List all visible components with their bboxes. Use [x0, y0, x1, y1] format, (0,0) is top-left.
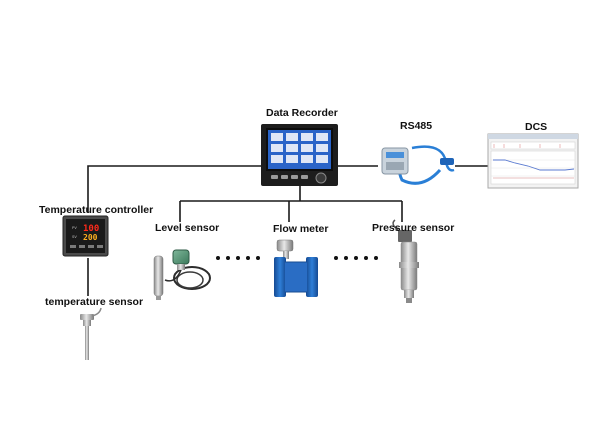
level-sensor-label: Level sensor [155, 222, 220, 234]
dotted-separator-left [216, 256, 260, 260]
dcs-screen-icon [487, 133, 579, 189]
controller-bottom-value: 200 [83, 233, 98, 242]
pressure-sensor-label: Pressure sensor [372, 222, 455, 234]
data-recorder-label: Data Recorder [266, 107, 338, 119]
svg-text:PV: PV [72, 227, 77, 231]
controller-top-value: 100 [83, 224, 99, 234]
level-sensor-icon [153, 249, 211, 300]
dotted-separator-right [334, 256, 378, 260]
temperature-sensor-icon [80, 307, 102, 360]
flow-meter-icon [274, 239, 318, 297]
data-recorder-icon [261, 124, 338, 186]
temperature-controller-label: Temperature controller [39, 204, 154, 216]
temperature-controller-icon: PV SV 100 200 [62, 215, 109, 257]
recorder-to-controller-line [87, 165, 261, 212]
flow-meter-label: Flow meter [273, 223, 329, 235]
dcs-label: DCS [525, 121, 548, 133]
rs485-converter-icon [381, 145, 455, 185]
rs485-label: RS485 [400, 120, 433, 132]
connection-lines [87, 165, 492, 296]
temperature-sensor-label: temperature sensor [45, 296, 144, 308]
pressure-sensor-icon [392, 219, 419, 303]
svg-text:SV: SV [72, 236, 77, 240]
